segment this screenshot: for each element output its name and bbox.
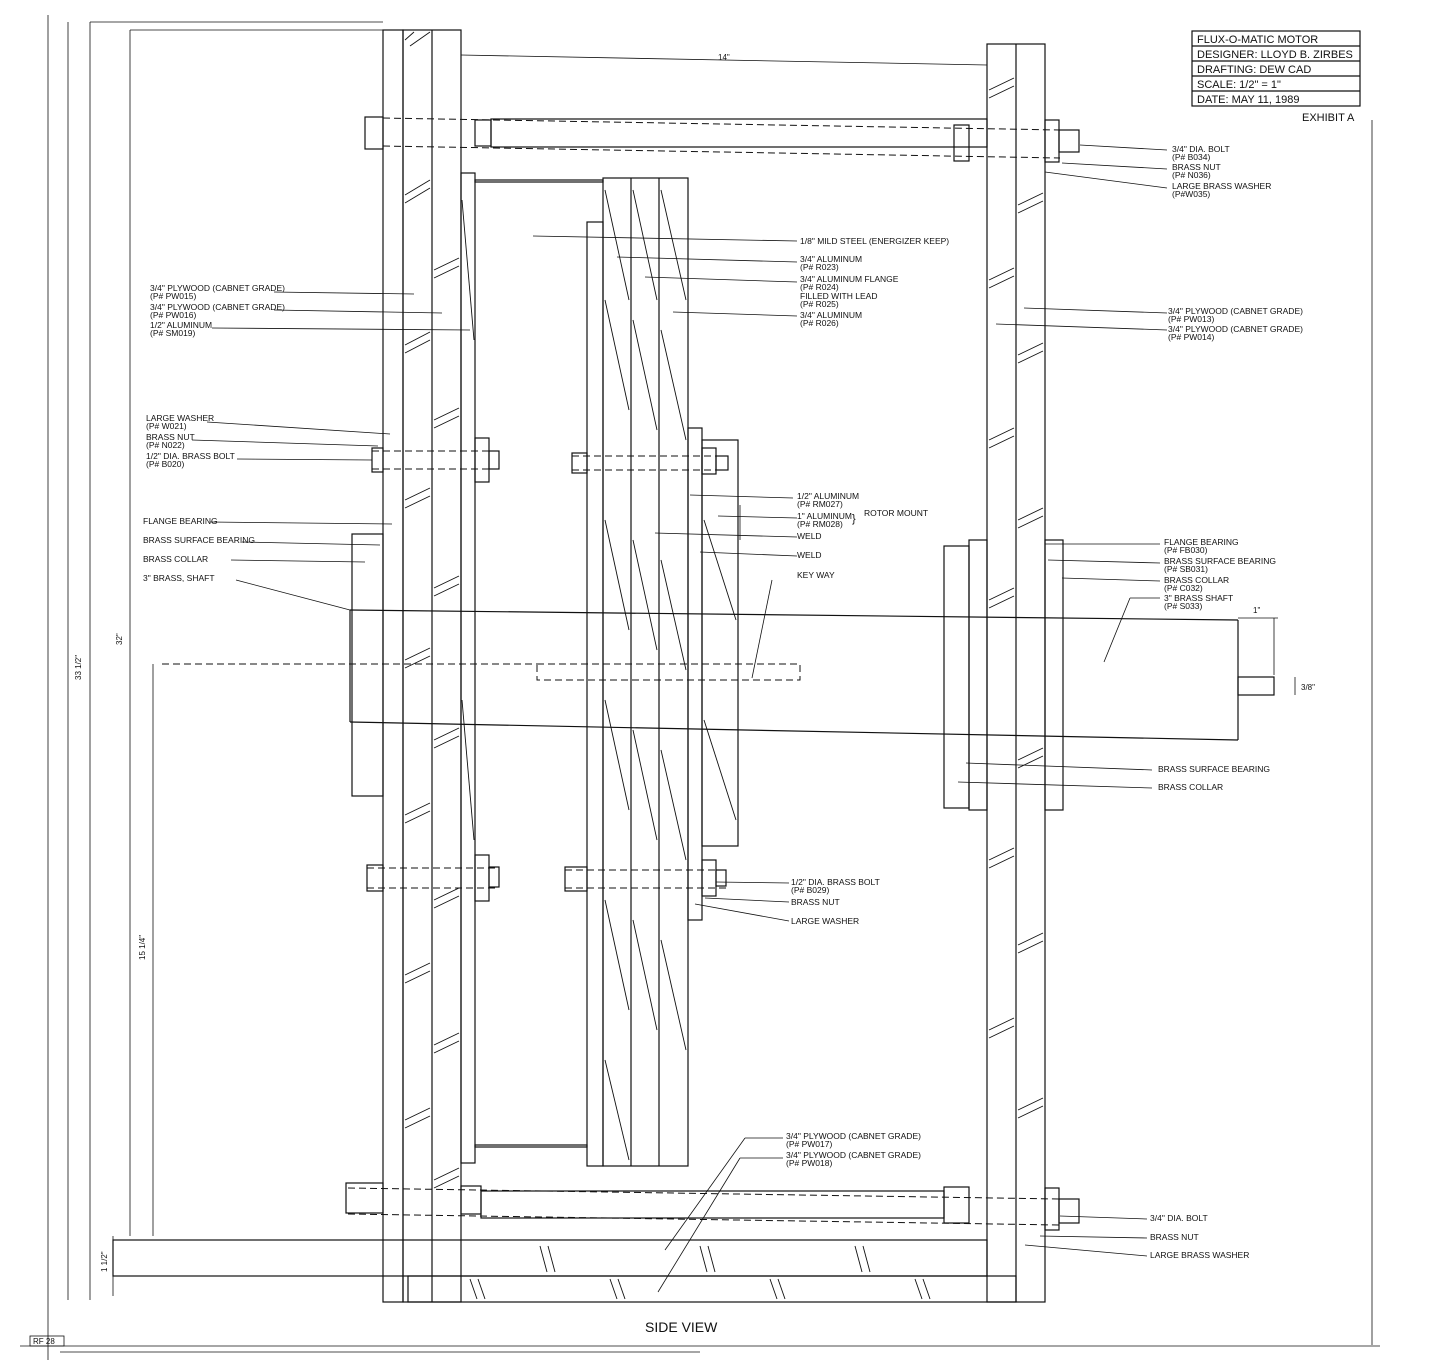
top-bolt-assembly [364,116,1080,163]
label-right-plywood-1: 3/4" PLYWOOD (CABNET GRADE) [1168,306,1303,316]
label-aluminum-rm027-part: (P# RM027) [797,499,843,509]
dim-overall-height: 33 1/2" [74,655,83,680]
rotor-bolts [366,437,729,902]
label-right-flange-bearing-part: (P# FB030) [1164,545,1208,555]
label-right-bolt-part: (P# B034) [1172,152,1210,162]
label-left-brass-shaft: 3" BRASS, SHAFT [143,573,215,583]
label-left-plywood-1-part: (P# PW015) [150,291,196,301]
label-filled-lead: FILLED WITH LEAD [800,291,877,301]
dim-shaft-step: 3/8" [1301,683,1315,692]
label-right-bolt: 3/4" DIA. BOLT [1172,144,1230,154]
label-mild-steel: 1/8" MILD STEEL (ENERGIZER KEEP) [800,236,949,246]
rotor-mount-brace: } [852,513,856,525]
label-left-brass-bolt: 1/2" DIA. BRASS BOLT [146,451,235,461]
label-aluminum-rm027: 1/2" ALUMINUM [797,491,859,501]
right-frame [968,43,1064,1303]
exhibit-label: EXHIBIT A [1302,112,1355,124]
label-left-plywood-2-part: (P# PW016) [150,310,196,320]
label-aluminum-r026-part: (P# R026) [800,318,839,328]
dim-shaft-extension: 1" [1253,606,1260,615]
center-labels: 1/8" MILD STEEL (ENERGIZER KEEP) 3/4" AL… [786,236,949,1168]
rotor-assembly [474,177,739,1167]
leader-lines [191,144,1168,1293]
label-left-large-washer: LARGE WASHER [146,413,214,423]
label-bottom-plywood-1: 3/4" PLYWOOD (CABNET GRADE) [786,1131,921,1141]
title-block-date: DATE: MAY 11, 1989 [1197,94,1300,106]
label-center-brass-bolt: 1/2" DIA. BRASS BOLT [791,877,880,887]
view-title: SIDE VIEW [645,1319,718,1335]
title-block-designer: DESIGNER: LLOYD B. ZIRBES [1197,49,1353,61]
label-right-brass-nut-2: BRASS NUT [1150,1232,1199,1242]
page-tag: RF 28 [33,1337,55,1346]
left-frame [382,29,476,1303]
dimension-lines: 14" 33 1/2" 32" 15 1/4" 1 1/2" 1" 3/8" [67,21,1315,1300]
label-weld-2: WELD [797,550,822,560]
label-right-surface-bearing: BRASS SURFACE BEARING [1164,556,1276,566]
left-labels: 3/4" PLYWOOD (CABNET GRADE) (P# PW015) 3… [143,283,285,583]
label-right-collar-part: (P# C032) [1164,583,1203,593]
main-shaft [162,533,1275,809]
title-block-drafting: DRAFTING: DEW CAD [1197,64,1311,76]
label-left-brass-bolt-part: (P# B020) [146,459,184,469]
label-bottom-plywood-1-part: (P# PW017) [786,1139,832,1149]
label-left-brass-collar: BRASS COLLAR [143,554,208,564]
right-labels: 3/4" DIA. BOLT (P# B034) BRASS NUT (P# N… [1150,144,1303,1260]
bottom-bolt-assembly [345,1182,1080,1231]
label-left-plywood-1: 3/4" PLYWOOD (CABNET GRADE) [150,283,285,293]
label-left-aluminum: 1/2" ALUMINUM [150,320,212,330]
label-key-way: KEY WAY [797,570,835,580]
label-left-large-washer-part: (P# W021) [146,421,187,431]
label-center-large-washer: LARGE WASHER [791,916,859,926]
label-aluminum-r026: 3/4" ALUMINUM [800,310,862,320]
label-right-shaft-part: (P# S033) [1164,601,1202,611]
label-left-brass-nut: BRASS NUT [146,432,195,442]
base-assembly [112,1239,1017,1303]
label-right-surface-bearing-part: (P# SB031) [1164,564,1208,574]
label-left-aluminum-part: (P# SM019) [150,328,196,338]
label-aluminum-flange: 3/4" ALUMINUM FLANGE [800,274,899,284]
dim-top-width: 14" [718,53,730,62]
label-right-plywood-2: 3/4" PLYWOOD (CABNET GRADE) [1168,324,1303,334]
label-center-brass-nut: BRASS NUT [791,897,840,907]
label-aluminum-rm028-part: (P# RM028) [797,519,843,529]
label-left-brass-nut-part: (P# N022) [146,440,185,450]
label-right-flange-bearing: FLANGE BEARING [1164,537,1239,547]
dim-base-height: 1 1/2" [100,1251,109,1272]
label-right-washer: LARGE BRASS WASHER [1172,181,1271,191]
label-aluminum-flange-part: (P# R024) [800,282,839,292]
sheet-border [20,15,1380,1360]
label-right-washer-2: LARGE BRASS WASHER [1150,1250,1249,1260]
label-aluminum-rm028: 1" ALUMINUM [797,511,852,521]
label-right-collar-2: BRASS COLLAR [1158,782,1223,792]
label-filled-lead-part: (P# R025) [800,299,839,309]
label-left-surface-bearing: BRASS SURFACE BEARING [143,535,255,545]
label-bottom-plywood-2: 3/4" PLYWOOD (CABNET GRADE) [786,1150,921,1160]
label-right-plywood-2-part: (P# PW014) [1168,332,1214,342]
dim-frame-height: 32" [115,633,124,645]
title-block-project: FLUX-O-MATIC MOTOR [1197,34,1318,46]
label-right-surface-bearing-2: BRASS SURFACE BEARING [1158,764,1270,774]
title-block: FLUX-O-MATIC MOTOR DESIGNER: LLOYD B. ZI… [1191,30,1361,124]
title-block-scale: SCALE: 1/2" = 1" [1197,79,1281,91]
label-left-flange-bearing: FLANGE BEARING [143,516,218,526]
label-right-brass-nut: BRASS NUT [1172,162,1221,172]
label-left-plywood-2: 3/4" PLYWOOD (CABNET GRADE) [150,302,285,312]
label-right-brass-nut-part: (P# N036) [1172,170,1211,180]
label-right-shaft: 3" BRASS SHAFT [1164,593,1233,603]
label-right-washer-part: (P#W035) [1172,189,1210,199]
label-weld-1: WELD [797,531,822,541]
label-center-brass-bolt-part: (P# B029) [791,885,829,895]
label-aluminum-r023: 3/4" ALUMINUM [800,254,862,264]
dim-shaft-height: 15 1/4" [138,935,147,960]
label-right-collar: BRASS COLLAR [1164,575,1229,585]
label-right-plywood-1-part: (P# PW013) [1168,314,1214,324]
label-right-bolt-2: 3/4" DIA. BOLT [1150,1213,1208,1223]
label-rotor-mount: ROTOR MOUNT [864,508,928,518]
label-aluminum-r023-part: (P# R023) [800,262,839,272]
label-bottom-plywood-2-part: (P# PW018) [786,1158,832,1168]
